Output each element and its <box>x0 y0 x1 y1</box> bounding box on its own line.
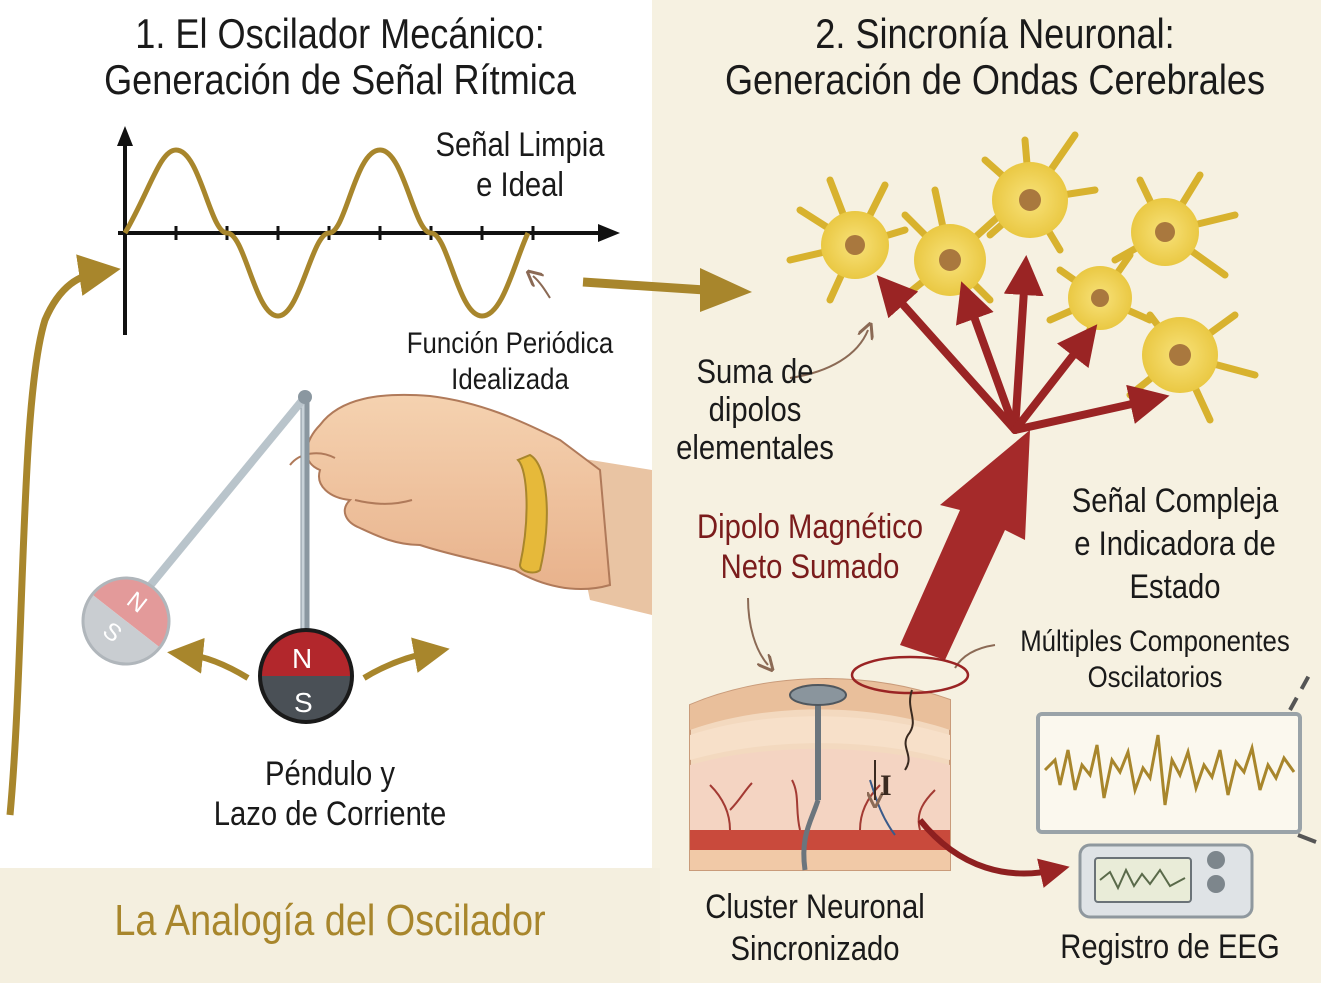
right-title-line1: 2. Sincronía Neuronal: <box>815 10 1175 57</box>
right-title-line2: Generación de Ondas Cerebrales <box>724 56 1266 103</box>
y-axis-arrowhead <box>117 126 133 146</box>
pendulum-label-line2: Lazo de Corriente <box>213 795 447 833</box>
eeg-knob-1 <box>1207 851 1225 869</box>
complex-signal-line3: Estado <box>1129 568 1221 606</box>
components-line1: Múltiples Componentes <box>1020 625 1290 658</box>
neuron-6 <box>1126 311 1259 424</box>
periodic-pointer-arrow <box>533 276 551 299</box>
eeg-trace <box>1043 734 1296 806</box>
neuron-3 <box>981 131 1099 254</box>
dipole-sum-line3: elementales <box>676 429 834 467</box>
cortex-section <box>689 655 1070 888</box>
pendulum-label-line1: Péndulo y <box>264 755 396 793</box>
wave-label-line2: e Ideal <box>476 166 564 204</box>
periodic-label-line2: Idealizada <box>451 363 569 396</box>
neuron-network <box>786 131 1259 424</box>
net-dipole-line1: Dipolo Magnético <box>697 508 923 546</box>
components-line2: Oscilatorios <box>1087 661 1223 694</box>
wave-label-line1: Señal Limpia <box>435 126 605 164</box>
panel-transition-arrow <box>582 268 752 312</box>
current-loop <box>850 655 970 695</box>
net-dipole-line2: Neto Sumado <box>720 548 900 586</box>
capillaries <box>709 779 936 831</box>
cluster-label-line2: Sincronizado <box>730 930 900 968</box>
sine-wave <box>122 147 531 319</box>
hand <box>305 393 612 591</box>
swing-arrow-right <box>362 637 450 681</box>
swing-arrow-left <box>167 637 250 681</box>
neuron-4 <box>1111 171 1239 279</box>
dipole-sum-line2: dipolos <box>708 391 802 429</box>
left-title-line1: 1. El Oscilador Mecánico: <box>135 10 545 57</box>
sum-pointer <box>789 330 868 379</box>
loop-arrow <box>6 254 121 816</box>
neuron-2 <box>896 186 1004 304</box>
ghost-magnet <box>81 576 171 666</box>
magnet-n-label: N <box>292 643 313 674</box>
x-axis-arrowhead <box>598 224 620 242</box>
footer-band <box>0 868 660 983</box>
eeg-knob-2 <box>1207 875 1225 893</box>
periodic-label-line1: Función Periódica <box>406 327 614 360</box>
net-dipole-arrow <box>900 430 1030 660</box>
pendulum-rod-ghost <box>136 394 309 601</box>
eeg-device-screen <box>1094 857 1192 903</box>
neuron-5 <box>1046 251 1154 349</box>
complex-signal-line1: Señal Compleja <box>1071 482 1279 520</box>
electrode-head <box>789 684 847 706</box>
signal-to-eeg-arrow <box>917 818 1070 888</box>
left-title-line2: Generación de Señal Rítmica <box>104 56 576 103</box>
current-symbol: I <box>880 769 892 802</box>
pendulum-illustration <box>81 390 652 724</box>
dipole-arrows <box>876 255 1170 434</box>
components-pointer <box>954 644 996 669</box>
magnet-s-label: S <box>294 687 313 718</box>
eeg-readout <box>1036 669 1317 919</box>
bracelet <box>516 453 548 574</box>
sine-wave-plot <box>117 126 620 335</box>
net-dipole-pointer <box>747 597 768 665</box>
cluster-label-line1: Cluster Neuronal <box>705 888 925 926</box>
eeg-label: Registro de EEG <box>1060 928 1280 966</box>
complex-signal-line2: e Indicadora de <box>1074 525 1276 563</box>
center-magnet <box>258 628 354 724</box>
dipole-sum-line1: Suma de <box>696 353 814 391</box>
footer-title: La Analogía del Oscilador <box>114 896 546 945</box>
neuron-1 <box>786 176 909 304</box>
